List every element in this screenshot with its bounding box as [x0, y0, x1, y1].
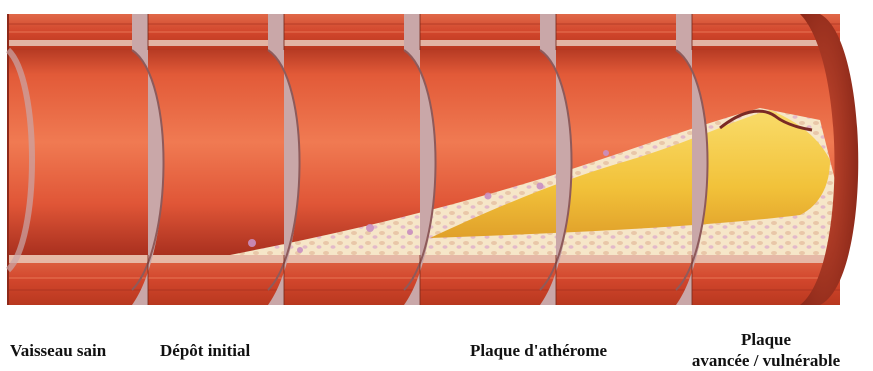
- stage-label-initial-deposit: Dépôt initial: [160, 340, 250, 361]
- stage-label-advanced-line2: avancée / vulnérable: [668, 350, 864, 371]
- artery-cross-section-illustration: [0, 0, 873, 330]
- stage-label-advanced-line1: Plaque: [668, 329, 864, 350]
- stage-label-atheroma-plaque: Plaque d'athérome: [470, 340, 607, 361]
- stage-label-advanced-plaque: Plaque avancée / vulnérable: [668, 329, 864, 371]
- stage-label-healthy-vessel: Vaisseau sain: [10, 340, 106, 361]
